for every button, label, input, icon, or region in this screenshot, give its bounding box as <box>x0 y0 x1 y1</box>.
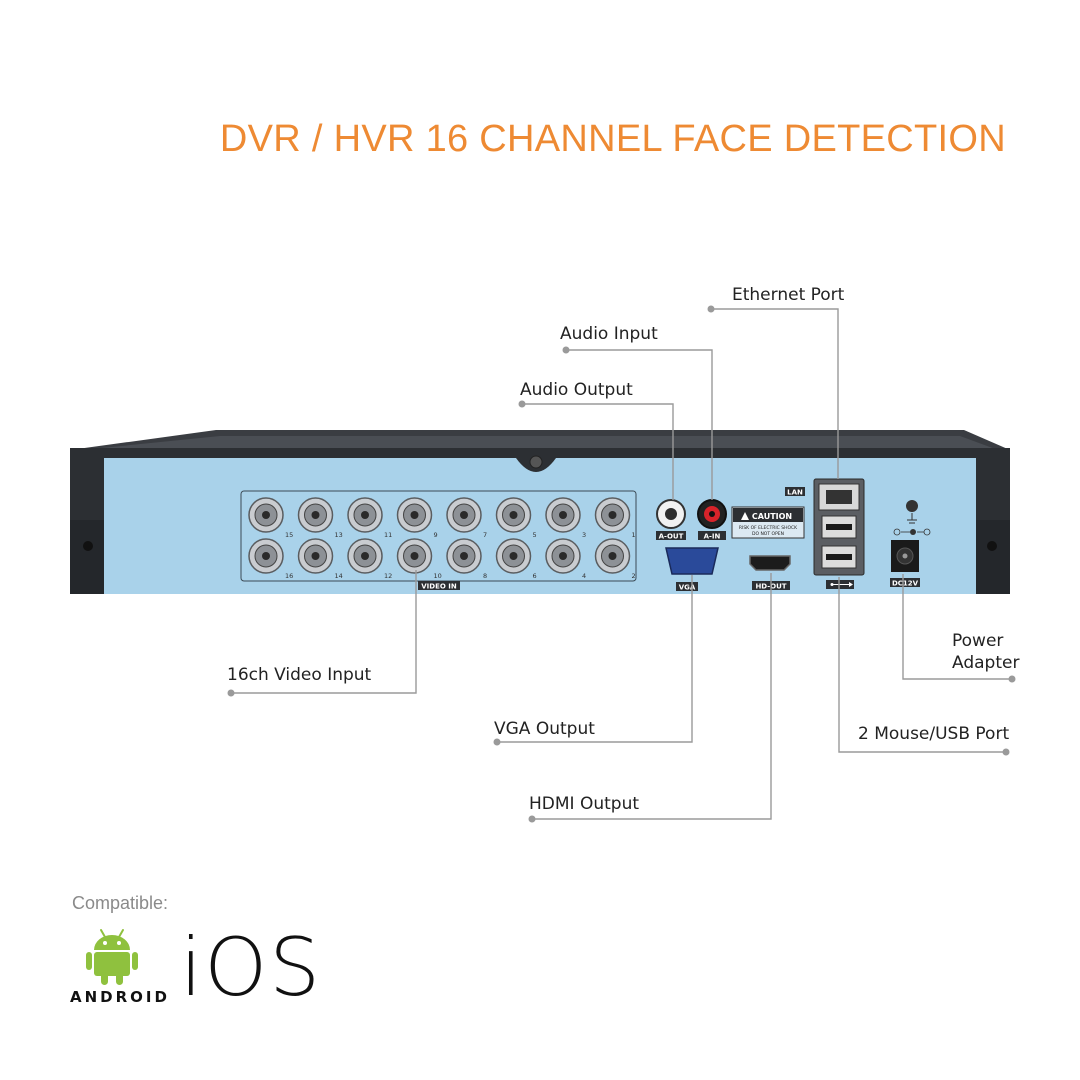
channel-number: 15 <box>285 531 293 539</box>
dc12v-label: DC12V <box>892 580 919 588</box>
leader-endpoints <box>227 305 1016 823</box>
callout-hdmi-output: HDMI Output <box>529 794 640 814</box>
channel-number: 12 <box>384 572 392 580</box>
bnc-pin <box>460 552 468 560</box>
channel-number: 14 <box>335 572 343 580</box>
hdmi-port <box>749 555 791 571</box>
channel-number: 5 <box>533 531 537 539</box>
bnc-pin <box>509 511 518 519</box>
bnc-connectors <box>248 497 631 574</box>
mount-screw-icon <box>83 541 93 551</box>
channel-number: 16 <box>285 572 293 580</box>
bnc-pin <box>608 511 617 519</box>
warning-triangle-icon <box>741 512 749 520</box>
dc-polarity-icon <box>893 528 931 536</box>
leader-ethernet <box>711 308 839 479</box>
compatible-label: Compatible: <box>72 893 169 913</box>
leader-hdmi <box>532 573 772 820</box>
bnc-pin <box>311 552 320 560</box>
callout-audio-input: Audio Input <box>560 324 658 344</box>
callout-power-line2: Adapter <box>952 653 1020 673</box>
bnc-pin <box>410 552 419 560</box>
callout-audio-output: Audio Output <box>520 380 633 400</box>
video-in-label: VIDEO IN <box>421 583 457 591</box>
channel-numbers: 15 13 11 9 7 5 3 1 16 14 12 10 8 6 4 2 <box>285 531 636 580</box>
svg-text:DO NOT OPEN: DO NOT OPEN <box>752 531 784 537</box>
ground-screw-icon <box>906 500 918 512</box>
bnc-pin <box>262 552 270 560</box>
callout-usb-port: 2 Mouse/USB Port <box>858 724 1010 744</box>
leader-video-input <box>231 570 417 694</box>
callout-vga-output: VGA Output <box>494 719 595 739</box>
bnc-pin <box>311 511 320 519</box>
vga-label: VGA <box>679 584 696 592</box>
channel-number: 3 <box>582 531 586 539</box>
channel-number: 9 <box>434 531 438 539</box>
channel-number: 2 <box>632 572 636 580</box>
leader-audio-output <box>522 403 674 500</box>
callout-power-line1: Power <box>952 631 1004 651</box>
bnc-pin <box>361 511 369 519</box>
bnc-pin <box>262 511 270 519</box>
mount-screw-icon <box>987 541 997 551</box>
a-out-label: A-OUT <box>659 533 684 541</box>
bnc-pin <box>460 511 468 519</box>
lan-label: LAN <box>787 489 803 497</box>
channel-number: 4 <box>582 572 586 580</box>
bnc-pin <box>559 511 567 519</box>
channel-number: 13 <box>335 531 343 539</box>
callout-video-input: 16ch Video Input <box>227 665 372 685</box>
bnc-pin <box>559 552 567 560</box>
ios-wordmark: iOS <box>180 921 322 1014</box>
vga-port <box>665 547 719 575</box>
page-title: DVR / HVR 16 CHANNEL FACE DETECTION <box>219 118 1006 160</box>
bnc-pin <box>509 552 518 560</box>
bnc-pin <box>410 511 419 519</box>
android-wordmark: ANDROID <box>70 988 170 1006</box>
channel-number: 8 <box>483 572 487 580</box>
usb-icon <box>830 582 853 587</box>
a-in-label: A-IN <box>704 533 721 541</box>
leader-usb <box>838 577 1006 753</box>
channel-number: 11 <box>384 531 392 539</box>
bnc-pin <box>361 552 369 560</box>
leader-power <box>902 574 1012 680</box>
svg-text:RISK OF ELECTRIC SHOCK: RISK OF ELECTRIC SHOCK <box>739 525 798 531</box>
android-robot-icon <box>86 929 138 985</box>
channel-number: 7 <box>483 531 487 539</box>
channel-number: 1 <box>632 531 636 539</box>
channel-number: 6 <box>533 572 537 580</box>
screw-icon <box>529 455 543 469</box>
bnc-pin <box>608 552 617 560</box>
caution-title: CAUTION <box>752 512 792 521</box>
channel-number: 10 <box>434 572 442 580</box>
leader-audio-input <box>566 349 713 500</box>
leader-vga <box>497 575 693 743</box>
callout-ethernet-port: Ethernet Port <box>732 285 845 305</box>
leader-lines <box>231 308 1012 820</box>
ground-icon <box>907 513 917 524</box>
callout-power-adapter: Power Adapter <box>952 630 1019 674</box>
